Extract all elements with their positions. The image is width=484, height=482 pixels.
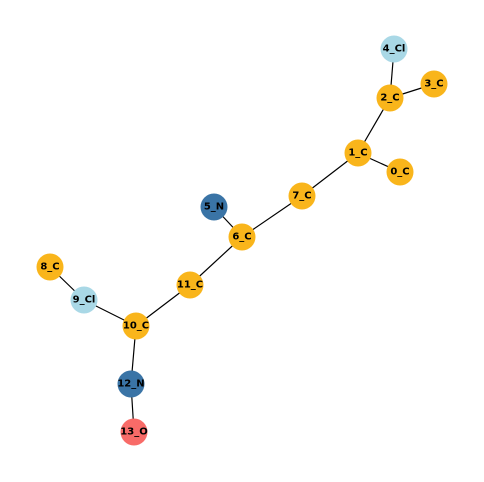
node-circle xyxy=(344,139,372,167)
node-label: 2_C xyxy=(380,93,399,104)
node-0_C: 0_C xyxy=(386,158,414,186)
node-11_C: 11_C xyxy=(176,271,204,299)
node-circle xyxy=(376,84,404,112)
node-5_N: 5_N xyxy=(200,193,228,221)
node-label: 1_C xyxy=(348,148,367,159)
node-label: 11_C xyxy=(177,280,203,291)
node-6_C: 6_C xyxy=(228,223,256,251)
node-8_C: 8_C xyxy=(36,253,64,281)
node-4_Cl: 4_Cl xyxy=(380,35,408,63)
node-circle xyxy=(120,418,148,446)
node-circle xyxy=(176,271,204,299)
node-circle xyxy=(380,35,408,63)
node-10_C: 10_C xyxy=(122,312,150,340)
node-circle xyxy=(200,193,228,221)
node-label: 6_C xyxy=(232,232,251,243)
node-label: 9_Cl xyxy=(73,295,96,306)
node-label: 13_O xyxy=(120,427,147,438)
node-circle xyxy=(117,370,145,398)
node-label: 0_C xyxy=(390,167,409,178)
node-circle xyxy=(228,223,256,251)
node-circle xyxy=(122,312,150,340)
node-circle xyxy=(70,286,98,314)
node-label: 7_C xyxy=(292,191,311,202)
nodes-layer: 0_C 1_C 2_C 3_C 4_Cl 5_N 6_C 7_C 8_C 9_Cl 10_C 11_C… xyxy=(36,35,448,446)
node-7_C: 7_C xyxy=(288,182,316,210)
node-12_N: 12_N xyxy=(117,370,145,398)
node-9_Cl: 9_Cl xyxy=(70,286,98,314)
node-3_C: 3_C xyxy=(420,70,448,98)
node-label: 4_Cl xyxy=(383,44,406,55)
node-circle xyxy=(420,70,448,98)
node-label: 12_N xyxy=(117,379,144,390)
node-1_C: 1_C xyxy=(344,139,372,167)
node-circle xyxy=(386,158,414,186)
node-label: 10_C xyxy=(123,321,149,332)
node-circle xyxy=(288,182,316,210)
node-circle xyxy=(36,253,64,281)
node-2_C: 2_C xyxy=(376,84,404,112)
node-13_O: 13_O xyxy=(120,418,148,446)
node-label: 3_C xyxy=(424,79,443,90)
node-label: 8_C xyxy=(40,262,59,273)
node-label: 5_N xyxy=(204,202,224,213)
